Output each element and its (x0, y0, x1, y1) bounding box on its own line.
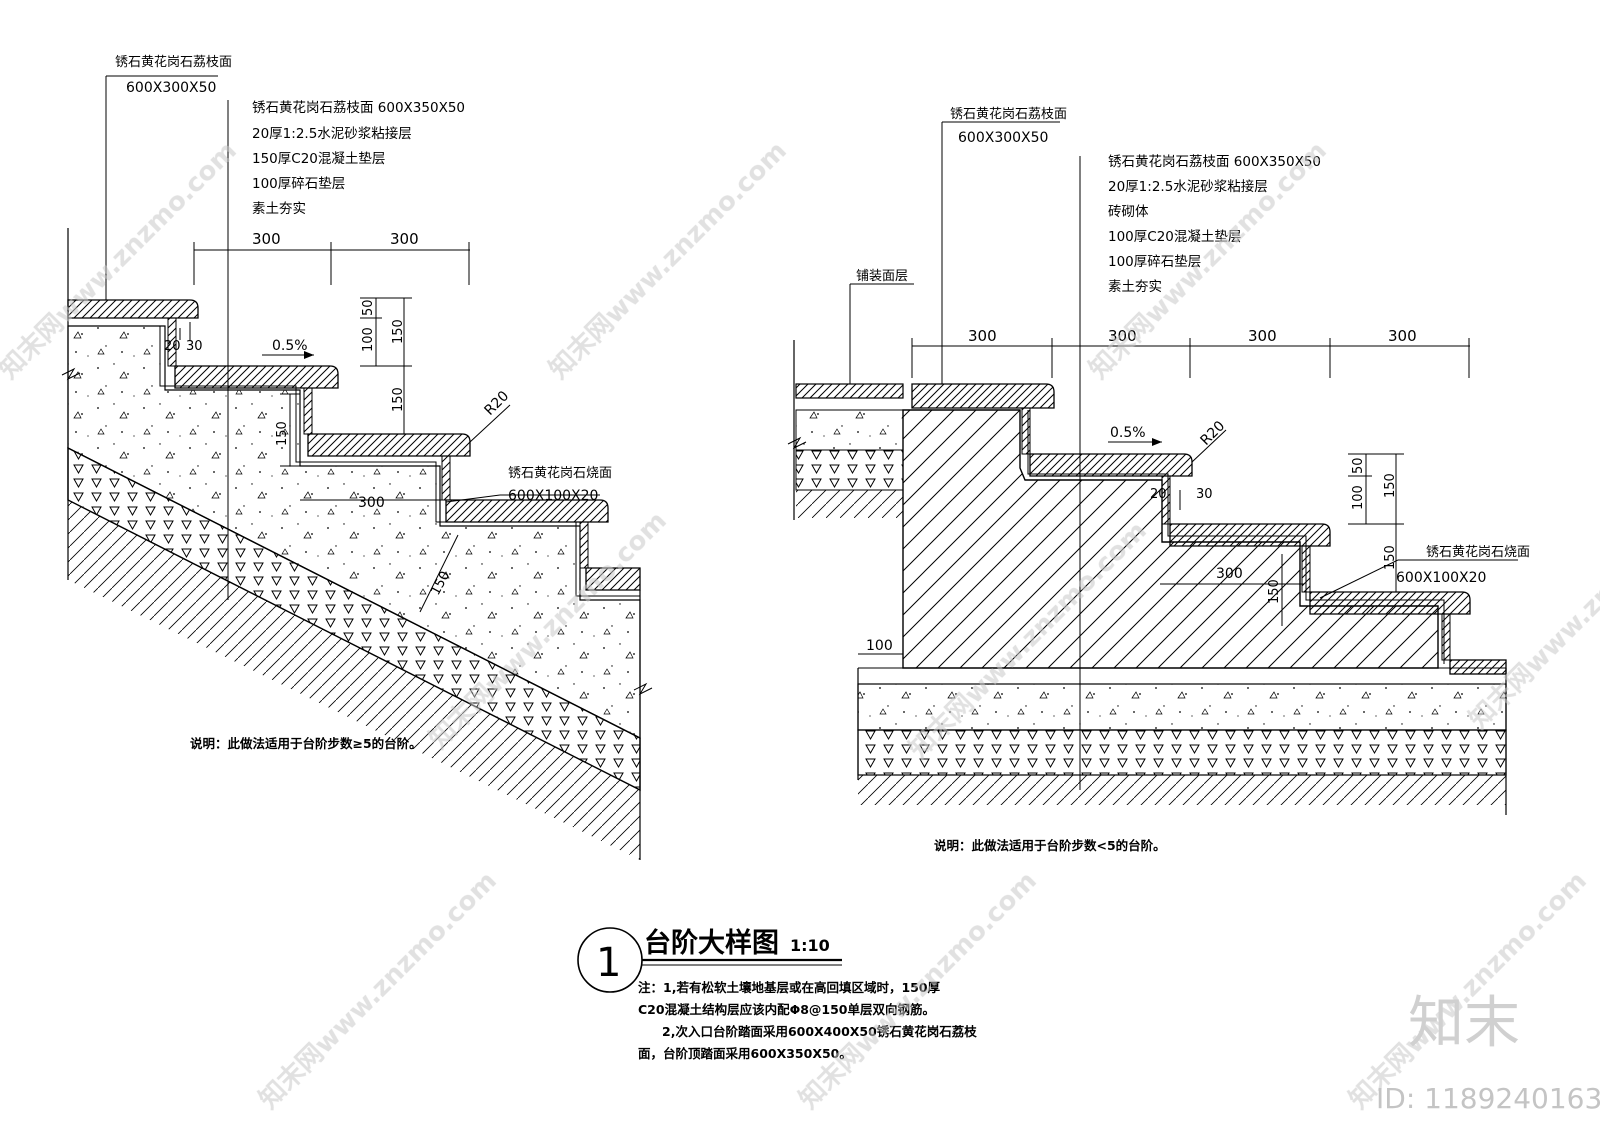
detail-number: 1 (596, 940, 621, 986)
right-layer-5: 100厚碎石垫层 (1108, 254, 1201, 270)
right-note: 说明：此做法适用于台阶步数<5的台阶。 (934, 838, 1166, 853)
left-dim-30: 30 (186, 339, 203, 354)
right-paving-label: 铺装面层 (856, 269, 908, 284)
left-layer-2: 20厚1:2.5水泥砂浆粘接层 (252, 125, 412, 142)
right-paving-top (795, 383, 904, 399)
left-dim-20: 20 (164, 339, 181, 354)
right-tread-4 (1309, 591, 1471, 615)
right-layer-2: 20厚1:2.5水泥砂浆粘接层 (1108, 178, 1268, 195)
left-layer-1: 锈石黄花岗石荔枝面 600X350X50 (252, 100, 465, 116)
right-top-step-label: 锈石黄花岗石荔枝面 (950, 106, 1067, 122)
brand-id: ID: 1189240163 (1376, 1082, 1600, 1115)
note-line-2: C20混凝土结构层应该内配Φ8@150单层双向钢筋。 (638, 1002, 935, 1017)
left-top-step-label: 锈石黄花岗石荔枝面 (115, 54, 232, 70)
right-riser-1 (1021, 407, 1031, 455)
right-layer-4: 100厚C20混凝土垫层 (1108, 229, 1241, 245)
right-riser-2 (1161, 475, 1171, 525)
right-riser-4 (1441, 613, 1451, 661)
watermark-6: 知末网www.znzmo.com (1464, 486, 1600, 735)
left-riser-1 (167, 317, 177, 367)
right-tread-3 (1169, 523, 1331, 547)
right-dim-300-2: 300 (1108, 327, 1137, 345)
right-paving-gravel (795, 449, 904, 491)
right-dim-150-b: 150 (1383, 545, 1398, 570)
detail-scale: 1:10 (790, 936, 830, 955)
left-tread-4 (445, 499, 609, 523)
left-layer-3: 150厚C20混凝土垫层 (252, 151, 385, 167)
watermark-7: 知末网www.znzmo.com (254, 866, 503, 1115)
right-gravel-layer (857, 729, 1507, 776)
right-dim-20: 20 (1150, 487, 1167, 502)
right-riser-size: 600X100X20 (1396, 570, 1486, 586)
right-stair-section (787, 121, 1518, 815)
left-tread-3 (307, 433, 471, 457)
left-dim-300-c: 300 (358, 495, 385, 511)
note-line-1: 注：1,若有松软土壤地基层或在高回填区域时，150厚 (638, 980, 941, 995)
right-dim-30: 30 (1196, 487, 1213, 502)
brand-logo: 知末 (1408, 991, 1520, 1056)
right-layer-3: 砖砌体 (1108, 204, 1149, 220)
left-slope: 0.5% (272, 338, 308, 354)
note-line-3: 2,次入口台阶踏面采用600X400X50锈石黄花岗石荔枝 (662, 1024, 977, 1039)
right-dim-100-base: 100 (866, 638, 893, 654)
right-dim-100: 100 (1351, 485, 1366, 510)
right-riser-label: 锈石黄花岗石烧面 (1426, 544, 1530, 560)
right-radius: R20 (1198, 418, 1229, 449)
right-dim-300-4: 300 (1388, 327, 1417, 345)
left-riser-4 (579, 521, 589, 569)
note-line-4: 面，台阶顶踏面采用600X350X50。 (638, 1046, 852, 1061)
right-dim-300-1: 300 (968, 327, 997, 345)
right-paving-concrete (795, 409, 904, 451)
left-layer-4: 100厚碎石垫层 (252, 176, 345, 192)
left-dim-50: 50 (361, 299, 376, 316)
watermark-2: 知末网www.znzmo.com (544, 136, 793, 385)
left-riser-size: 600X100X20 (508, 488, 598, 504)
title-block (577, 927, 842, 993)
left-top-step-size: 600X300X50 (126, 80, 216, 96)
right-soil-layer (858, 775, 1506, 805)
right-dim-300-3: 300 (1248, 327, 1277, 345)
right-paving-soil (796, 490, 903, 518)
left-dim-300-b: 300 (390, 230, 419, 248)
left-dim-150-c: 150 (275, 421, 290, 446)
left-tread-2 (174, 365, 339, 389)
right-dim-150-c: 150 (1267, 579, 1282, 604)
right-layer-6: 素土夯实 (1108, 279, 1162, 295)
right-layer-1: 锈石黄花岗石荔枝面 600X350X50 (1108, 154, 1321, 170)
left-dim-100: 100 (361, 327, 376, 352)
left-dim-150-a: 150 (391, 319, 406, 344)
detail-title: 台阶大样图 (644, 927, 779, 959)
left-dim-150-b: 150 (391, 387, 406, 412)
left-note: 说明：此做法适用于台阶步数≥5的台阶。 (190, 736, 422, 751)
right-dim-150-a: 150 (1383, 473, 1398, 498)
left-radius: R20 (482, 388, 513, 419)
left-tread-top (67, 299, 199, 319)
right-tread-top (911, 383, 1055, 409)
right-tread-2 (1029, 453, 1193, 477)
right-tread-5 (1449, 659, 1507, 675)
left-riser-label: 锈石黄花岗石烧面 (508, 465, 612, 481)
left-stair-section (61, 75, 653, 860)
right-slope: 0.5% (1110, 425, 1146, 441)
left-riser-3 (441, 455, 451, 501)
right-top-step-size: 600X300X50 (958, 130, 1048, 146)
right-dim-300: 300 (1216, 566, 1243, 582)
right-dim-50: 50 (1351, 457, 1366, 474)
left-soil-layer (68, 500, 640, 860)
left-riser-2 (303, 387, 313, 435)
left-layer-5: 素土夯实 (252, 201, 306, 217)
right-riser-3 (1301, 545, 1311, 593)
left-dim-300-a: 300 (252, 230, 281, 248)
